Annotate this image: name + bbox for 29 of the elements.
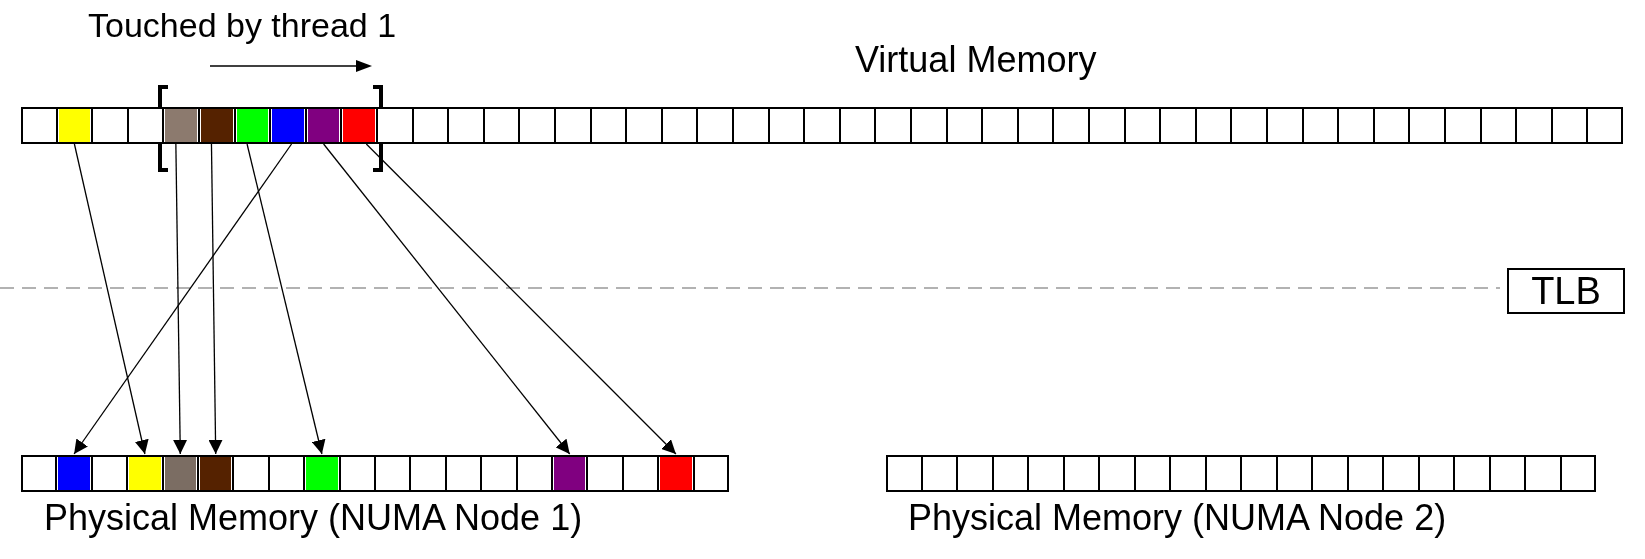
memory-page xyxy=(307,109,340,142)
memory-page xyxy=(306,457,338,490)
memory-page xyxy=(58,109,91,142)
memory-page xyxy=(165,109,197,142)
arrow xyxy=(322,143,571,455)
memory-page xyxy=(236,109,269,142)
memory-page xyxy=(554,457,586,490)
memory-page xyxy=(343,109,375,142)
arrow xyxy=(173,143,188,455)
memory-page xyxy=(129,457,161,490)
arrow xyxy=(365,143,677,455)
memory-page xyxy=(660,457,692,490)
arrow xyxy=(73,143,293,455)
memory-page xyxy=(201,109,233,142)
memory-page xyxy=(200,457,232,490)
arrow xyxy=(73,143,149,455)
memory-page xyxy=(58,457,90,490)
arrow xyxy=(208,143,223,455)
memory-label: Physical Memory (NUMA Node 2) xyxy=(908,500,1447,536)
memory-strip xyxy=(21,455,729,492)
tlb-box: TLB xyxy=(1507,268,1625,314)
memory-strip xyxy=(21,107,1623,144)
range-label: Touched by thread 1 xyxy=(88,8,397,42)
arrow xyxy=(246,143,326,455)
memory-page xyxy=(272,109,304,142)
memory-label: Virtual Memory xyxy=(855,42,1097,78)
memory-page xyxy=(164,457,196,490)
memory-label: Physical Memory (NUMA Node 1) xyxy=(44,500,583,536)
memory-strip xyxy=(886,455,1596,492)
